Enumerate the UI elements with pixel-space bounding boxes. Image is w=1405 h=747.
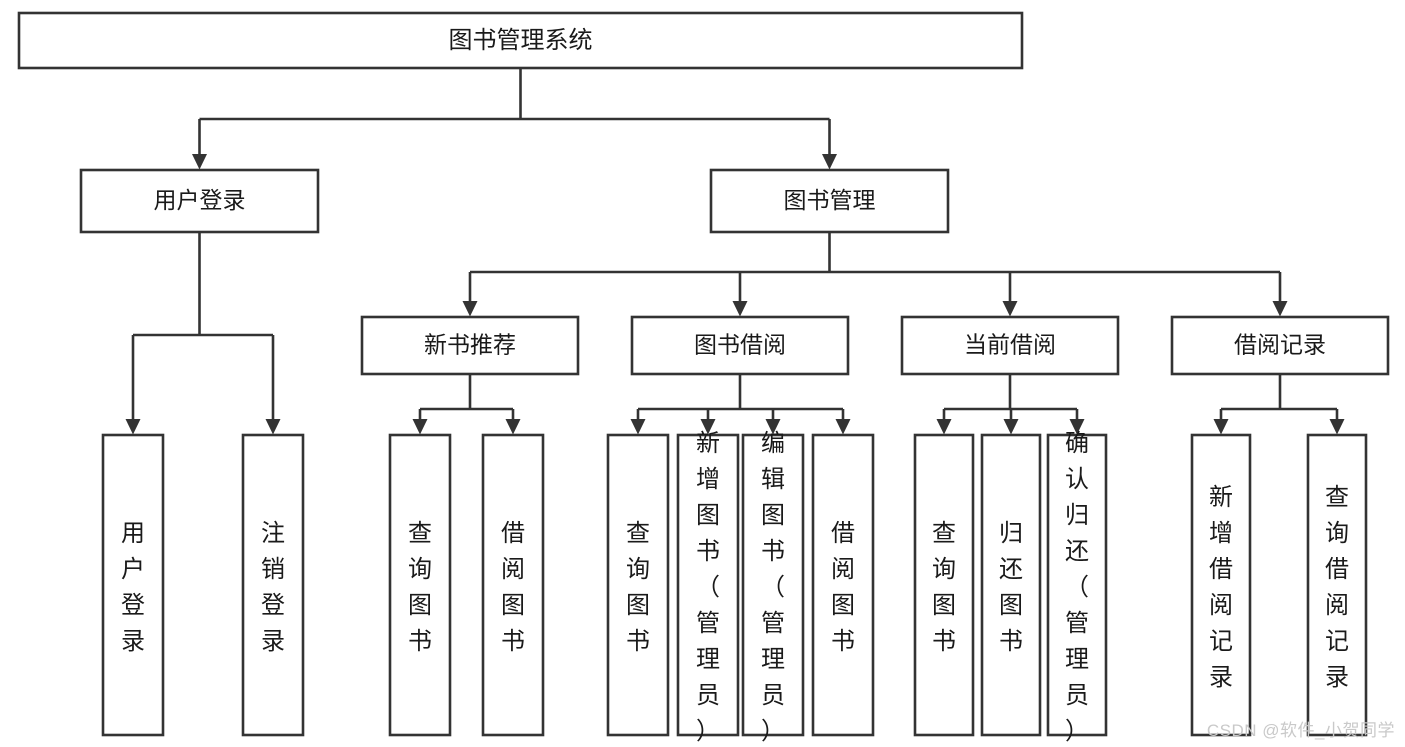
node-leaf-query-record[interactable]: 查询借阅记录: [1306, 433, 1368, 737]
node-leaf-query-book-2[interactable]: 查询图书: [606, 433, 670, 737]
node-box: [360, 315, 580, 376]
node-label: 图书管理系统: [449, 27, 593, 54]
node-borrow-record[interactable]: 借阅记录: [1170, 315, 1390, 376]
node-label: 查询图书: [626, 520, 650, 655]
node-label: 用户登录: [121, 520, 145, 655]
node-label: 图书管理: [784, 187, 876, 213]
arrowhead-icon: [1329, 419, 1345, 435]
node-box: [900, 315, 1120, 376]
node-label: 新书推荐: [424, 332, 516, 358]
node-new-book-rec[interactable]: 新书推荐: [360, 315, 580, 376]
node-leaf-user-login[interactable]: 用户登录: [101, 433, 165, 737]
node-box: [709, 168, 950, 234]
arrowhead-icon: [192, 154, 207, 170]
arrowhead-icon: [1272, 301, 1288, 317]
arrowhead-icon: [265, 419, 281, 435]
node-box: [241, 433, 305, 737]
arrowhead-icon: [732, 301, 748, 317]
node-box: [630, 315, 850, 376]
node-label: 注销登录: [261, 520, 285, 655]
arrowhead-icon: [936, 419, 952, 435]
node-box: [1306, 433, 1368, 737]
node-label: 用户登录: [154, 187, 246, 213]
node-label: 当前借阅: [964, 332, 1056, 358]
arrowhead-icon: [1213, 419, 1229, 435]
arrowhead-icon: [505, 419, 521, 435]
node-label: 借阅记录: [1234, 332, 1326, 358]
arrowhead-icon: [1003, 419, 1019, 435]
node-box: [913, 433, 975, 737]
node-leaf-borrow-book-2[interactable]: 借阅图书: [811, 433, 875, 737]
node-label: 图书借阅: [694, 332, 786, 358]
node-box: [1170, 315, 1390, 376]
node-leaf-add-book[interactable]: 新增图书（管理员）: [676, 430, 740, 745]
node-leaf-edit-book[interactable]: 编辑图书（管理员）: [741, 430, 805, 745]
node-box: [1046, 433, 1108, 737]
node-box: [79, 168, 320, 234]
node-leaf-logout[interactable]: 注销登录: [241, 433, 305, 737]
node-box: [101, 433, 165, 737]
node-box: [1190, 433, 1252, 737]
node-box: [676, 433, 740, 737]
arrowhead-icon: [462, 301, 478, 317]
node-leaf-confirm-return[interactable]: 确认归还（管理员）: [1046, 430, 1108, 745]
node-box: [481, 433, 545, 737]
node-label: 查询图书: [932, 520, 956, 655]
node-label: 确认归还（管理员）: [1065, 430, 1089, 745]
node-label: 编辑图书（管理员）: [761, 430, 785, 745]
arrowhead-icon: [125, 419, 141, 435]
node-box: [388, 433, 452, 737]
node-leaf-query-book-1[interactable]: 查询图书: [388, 433, 452, 737]
arrowhead-icon: [765, 419, 781, 435]
arrowhead-icon: [1002, 301, 1018, 317]
arrowhead-icon: [412, 419, 428, 435]
node-user-login[interactable]: 用户登录: [79, 168, 320, 234]
node-box: [741, 433, 805, 737]
connector-layer: [125, 68, 1345, 435]
node-box: [811, 433, 875, 737]
node-book-manage[interactable]: 图书管理: [709, 168, 950, 234]
node-box: [17, 11, 1024, 70]
node-label: 新增借阅记录: [1209, 484, 1233, 691]
arrowhead-icon: [1069, 419, 1085, 435]
arrowhead-icon: [630, 419, 646, 435]
arrowhead-icon: [700, 419, 716, 435]
node-root[interactable]: 图书管理系统: [17, 11, 1024, 70]
arrowhead-icon: [822, 154, 837, 170]
node-label: 查询图书: [408, 520, 432, 655]
node-label: 借阅图书: [501, 520, 525, 655]
arrowhead-icon: [835, 419, 851, 435]
node-layer: 图书管理系统用户登录图书管理新书推荐图书借阅当前借阅借阅记录用户登录注销登录查询…: [17, 11, 1390, 745]
node-leaf-return-book[interactable]: 归还图书: [980, 433, 1042, 737]
node-leaf-add-record[interactable]: 新增借阅记录: [1190, 433, 1252, 737]
node-label: 借阅图书: [831, 520, 855, 655]
node-label: 查询借阅记录: [1325, 484, 1349, 691]
node-box: [606, 433, 670, 737]
node-label: 新增图书（管理员）: [696, 430, 720, 745]
node-book-borrow[interactable]: 图书借阅: [630, 315, 850, 376]
node-leaf-query-book-3[interactable]: 查询图书: [913, 433, 975, 737]
node-box: [980, 433, 1042, 737]
node-leaf-borrow-book-1[interactable]: 借阅图书: [481, 433, 545, 737]
node-current-borrow[interactable]: 当前借阅: [900, 315, 1120, 376]
node-label: 归还图书: [999, 520, 1023, 655]
